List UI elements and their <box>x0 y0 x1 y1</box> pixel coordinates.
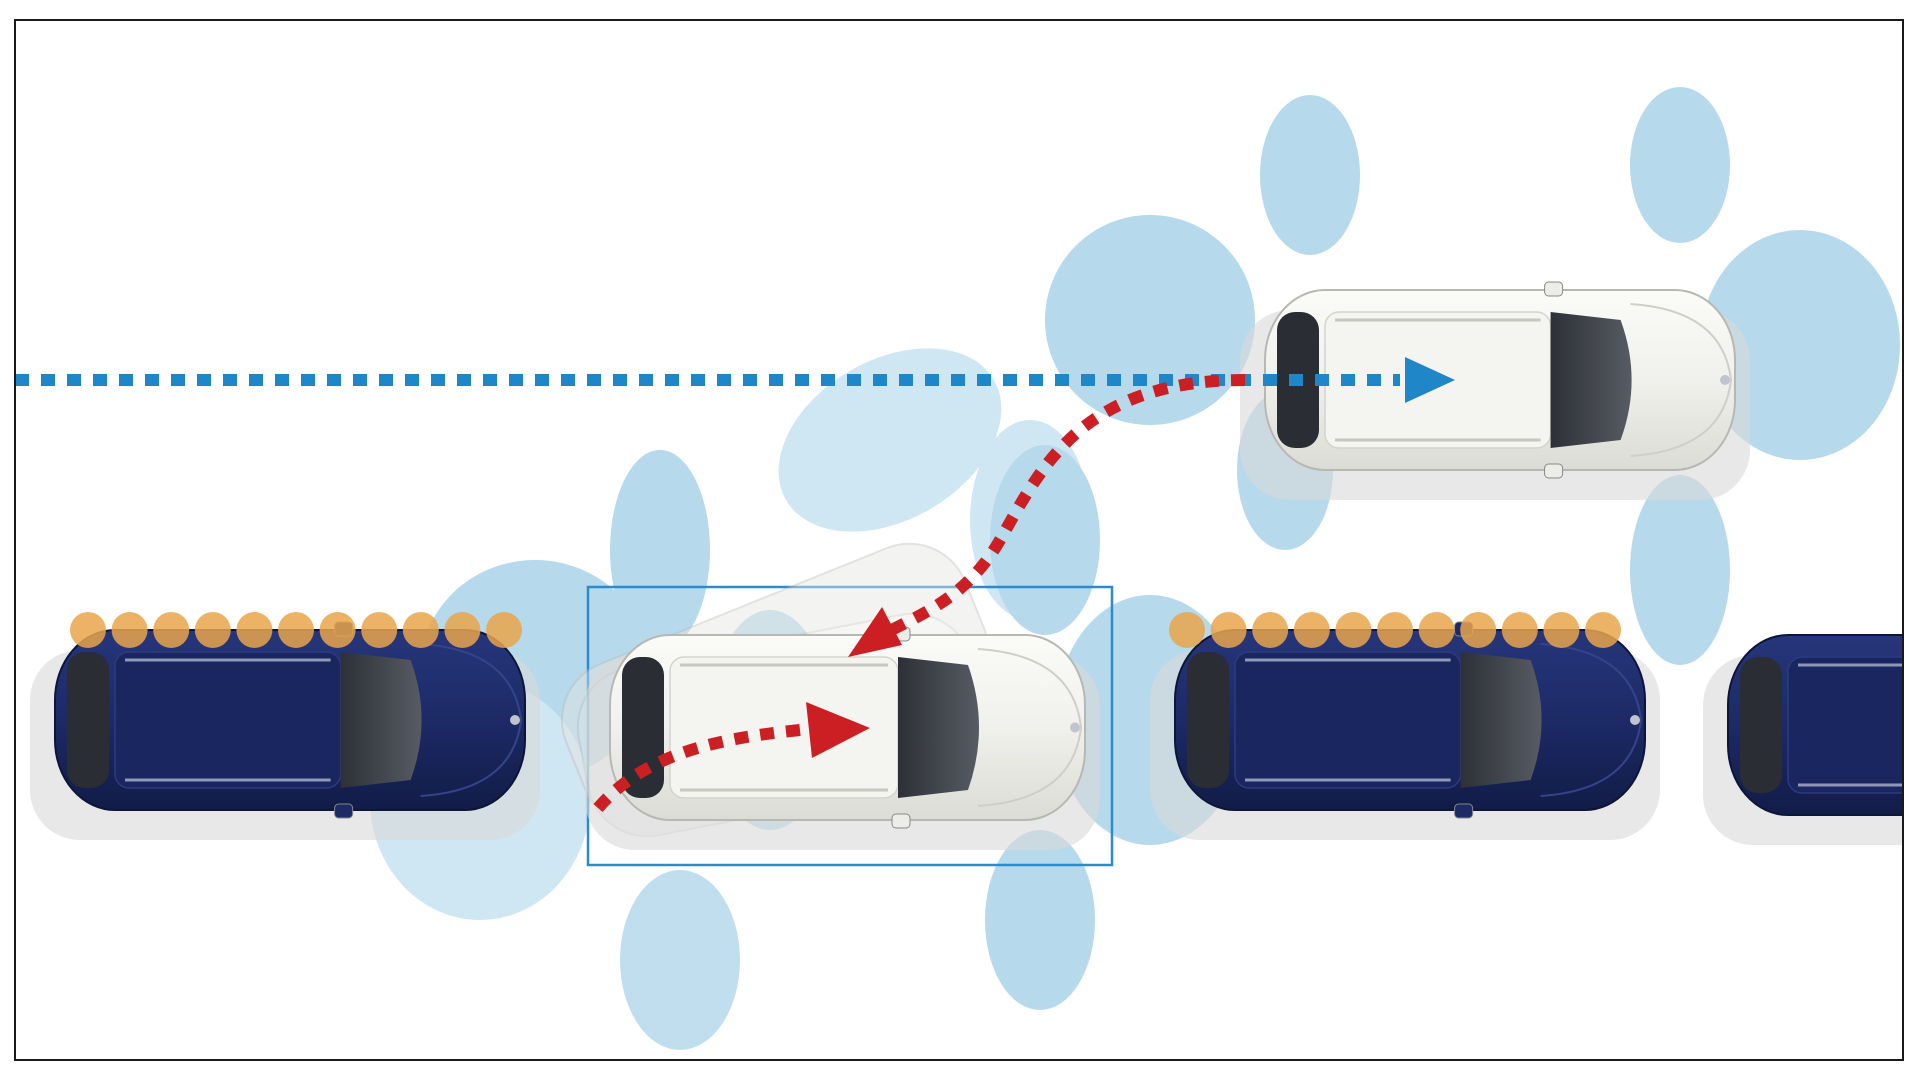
emblem <box>1070 722 1080 733</box>
sensor-field-group <box>370 87 1900 1050</box>
car-roof <box>114 651 342 789</box>
side-mirror <box>1544 463 1564 479</box>
proximity-dot <box>402 612 439 648</box>
sensor-lobe <box>610 450 710 650</box>
proximity-dot <box>278 612 314 648</box>
proximity-dot <box>1418 612 1455 648</box>
proximity-dot <box>486 612 522 648</box>
car-roof <box>1787 656 1903 794</box>
proximity-dot <box>1252 612 1289 648</box>
proximity-dot <box>1501 612 1538 648</box>
side-mirror <box>1544 281 1564 297</box>
proximity-dot <box>70 612 106 648</box>
car-hood <box>1630 303 1733 457</box>
windshield <box>898 657 979 798</box>
proximity-dot <box>1169 612 1205 648</box>
reverse-into-space-path-arrowhead <box>848 607 902 657</box>
car-hood <box>1540 643 1643 797</box>
sensor-lobe <box>985 830 1095 1010</box>
rear-window <box>67 652 109 788</box>
car-roof <box>1234 651 1462 789</box>
parked-car <box>1703 634 1903 845</box>
car-hood <box>977 648 1083 807</box>
proximity-dot <box>236 612 273 648</box>
approaching-car <box>1240 281 1750 500</box>
side-mirror <box>1454 803 1474 819</box>
vehicle-group <box>30 281 1903 850</box>
sensor-lobe <box>778 348 1002 532</box>
sensor-lobe <box>1045 215 1255 425</box>
diagram-frame <box>14 19 1904 1061</box>
proximity-dot <box>111 612 148 648</box>
sensor-lobe <box>620 870 740 1050</box>
emblem <box>1630 715 1640 725</box>
reverse-into-space-path <box>856 374 1246 653</box>
sensor-lobe <box>1630 87 1730 243</box>
windshield <box>1550 312 1632 448</box>
proximity-dot <box>1293 612 1330 648</box>
proximity-dot <box>1377 612 1413 648</box>
rear-window <box>622 657 664 798</box>
proximity-marker-group <box>70 612 1621 648</box>
path-group <box>15 357 1455 812</box>
sensor-lobe <box>1260 95 1360 255</box>
proximity-dot <box>1335 612 1372 648</box>
proximity-dot <box>1210 612 1247 648</box>
rear-window <box>1187 652 1229 788</box>
proximity-dot <box>194 612 231 648</box>
emblem <box>510 715 520 725</box>
travel-path-arrowhead <box>1405 357 1455 403</box>
proximity-dot <box>1543 612 1580 648</box>
parked-car <box>1150 621 1660 840</box>
proximity-dot <box>153 612 190 648</box>
proximity-dot <box>319 612 356 648</box>
sensor-lobe <box>1630 475 1730 665</box>
proximity-dot <box>361 612 398 648</box>
side-mirror <box>334 803 354 819</box>
parked-car <box>30 621 540 840</box>
proximity-dot <box>1460 612 1497 648</box>
car-hood <box>420 643 523 797</box>
windshield <box>1460 652 1542 788</box>
proximity-dot <box>1585 612 1621 648</box>
windshield <box>340 652 422 788</box>
rear-window <box>1740 657 1782 793</box>
side-mirror <box>891 813 911 829</box>
sensor-lobe <box>990 445 1100 635</box>
proximity-dot <box>444 612 481 648</box>
emblem <box>1720 375 1730 385</box>
forward-correction-path-arrowhead <box>806 702 870 758</box>
forward-correction-path <box>593 724 801 812</box>
